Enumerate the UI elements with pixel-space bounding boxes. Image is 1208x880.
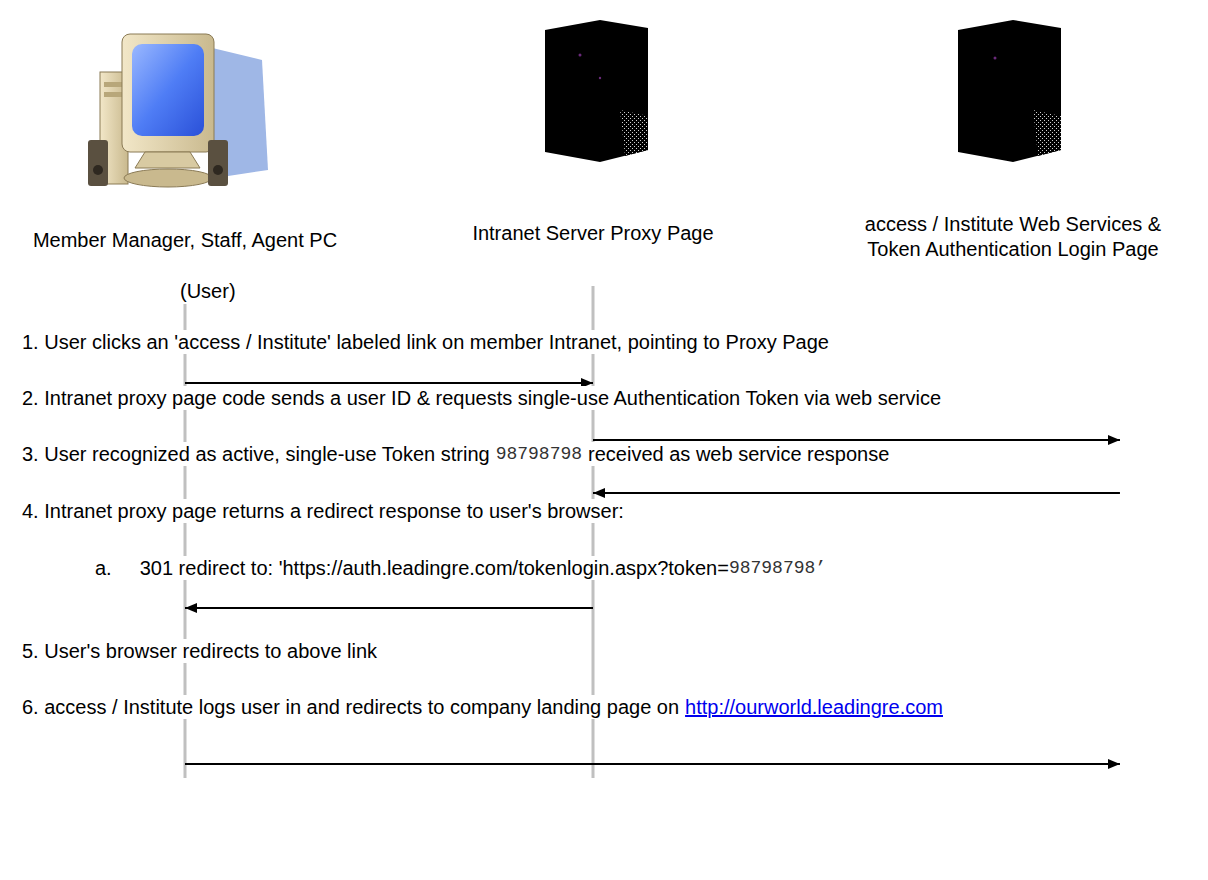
sub-step-marker: a. (95, 556, 112, 580)
message-arrow (185, 382, 593, 384)
server-body (545, 20, 648, 162)
url-link: http://ourworld.leadingre.com (685, 695, 943, 719)
server-actor: Intranet Server Proxy Page (443, 221, 743, 246)
server-shade (620, 110, 648, 156)
message-arrow (185, 763, 1120, 765)
server-icon (545, 20, 648, 162)
server-dot (994, 57, 997, 60)
speaker-cone (93, 165, 103, 175)
step-text: 3. User recognized as active, single-use… (22, 442, 490, 466)
token-value: 98798798’ (729, 556, 826, 580)
pc-drive (104, 92, 124, 97)
step-line: 2. Intranet proxy page code sends a user… (22, 385, 941, 411)
pc-speaker (208, 140, 228, 186)
message-arrow (593, 439, 1120, 441)
step-line: 6. access / Institute logs user in and r… (22, 694, 943, 720)
pc-screen (132, 44, 204, 136)
step-text: 6. access / Institute logs user in and r… (22, 695, 679, 719)
server-dot (579, 54, 582, 57)
step-text: 301 redirect to: 'https://auth.leadingre… (140, 556, 729, 580)
step-line: 4. Intranet proxy page returns a redirec… (22, 498, 624, 524)
step-line: 5. User's browser redirects to above lin… (22, 638, 377, 664)
token-value: 98798798 (496, 442, 582, 466)
pc-stand (135, 152, 200, 168)
server-icon (958, 20, 1061, 162)
step-text: 1. User clicks an 'access / Institute' l… (22, 330, 829, 354)
step-line: 1. User clicks an 'access / Institute' l… (22, 329, 829, 355)
step-line: a. 301 redirect to: 'https://auth.leading… (95, 555, 826, 581)
step-text: 4. Intranet proxy page returns a redirec… (22, 499, 624, 523)
pc-speaker (88, 140, 108, 186)
server-dot (599, 77, 601, 79)
actor-label: access / Institute Web Services & Token … (858, 212, 1168, 262)
message-arrow (593, 492, 1120, 494)
server-actor: access / Institute Web Services & Token … (858, 212, 1168, 262)
message-arrow (185, 607, 593, 609)
actor-role: (User) (20, 279, 236, 304)
step-text: received as web service response (588, 442, 889, 466)
step-text: 5. User's browser redirects to above lin… (22, 639, 377, 663)
server-body (958, 20, 1061, 162)
actor-label: Member Manager, Staff, Agent PC (20, 228, 350, 253)
pc-drive (104, 82, 124, 87)
server-shade (1033, 110, 1061, 156)
pc-monitor (122, 34, 214, 152)
step-line: 3. User recognized as active, single-use… (22, 441, 889, 467)
actor-label: Intranet Server Proxy Page (443, 221, 743, 246)
speaker-cone (213, 165, 223, 175)
user-actor: Member Manager, Staff, Agent PC (User) (20, 228, 350, 304)
pc-icon (88, 34, 268, 187)
step-text: 2. Intranet proxy page code sends a user… (22, 386, 941, 410)
pc-base (124, 169, 212, 187)
